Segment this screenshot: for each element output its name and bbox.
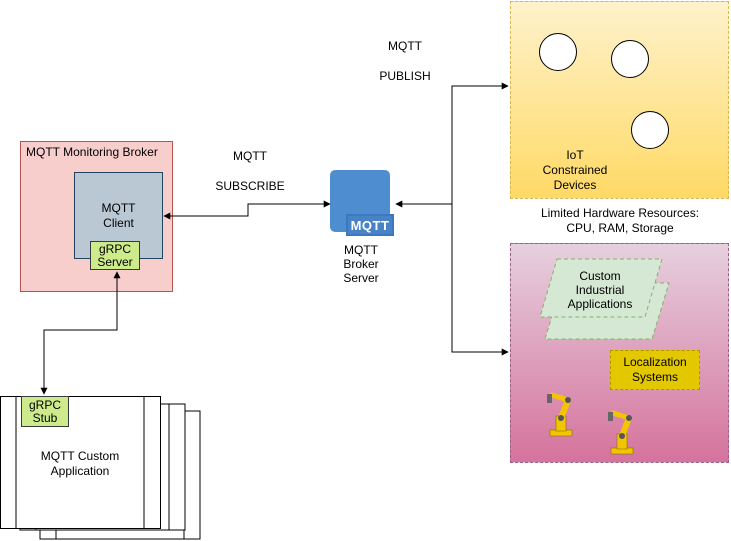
iot-devices-line1: IoT — [566, 148, 584, 162]
grpc-stub-line1: gRPC — [28, 397, 61, 412]
mqtt-publish-line1: MQTT — [388, 39, 422, 53]
mqtt-broker-label: MQTT Broker Server — [330, 243, 392, 285]
mqtt-publish-label: MQTT PUBLISH — [372, 38, 438, 84]
custom-app-label: MQTT Custom Application — [16, 449, 144, 479]
custom-apps-shapes[interactable] — [535, 255, 675, 345]
broker-to-iot-connector — [395, 82, 509, 208]
mqtt-client-line1: MQTT — [101, 201, 136, 215]
grpc-server-line1: gRPC — [98, 241, 131, 256]
mqtt-broker-line3: Server — [343, 271, 379, 285]
localization-line1: Localization — [623, 355, 687, 369]
localization-label: Localization Systems — [610, 355, 700, 385]
mqtt-subscribe-label: MQTT SUBSCRIBE — [210, 148, 290, 194]
limited-resources-line1: Limited Hardware Resources: — [540, 206, 700, 220]
broker-to-industrial-connector — [451, 204, 509, 356]
iot-devices-line3: Devices — [553, 178, 597, 192]
custom-app-line1: MQTT Custom — [40, 449, 120, 463]
custom-apps-line2: Industrial — [575, 283, 625, 297]
limited-resources-line2: CPU, RAM, Storage — [566, 221, 674, 235]
custom-apps-label: Custom Industrial Applications — [555, 269, 645, 311]
custom-apps-line3: Applications — [567, 297, 633, 311]
mqtt-broker-line1: MQTT — [344, 243, 378, 257]
iot-device-2[interactable] — [611, 40, 649, 78]
custom-apps-line1: Custom — [579, 269, 621, 283]
robot-arm-icon-2 — [608, 410, 634, 455]
iot-devices-label: IoT Constrained Devices — [510, 148, 640, 193]
grpc-stub-box[interactable]: gRPC Stub — [21, 396, 69, 427]
iot-device-3[interactable] — [631, 111, 669, 149]
localization-line2: Systems — [631, 370, 678, 384]
iot-devices-container[interactable] — [510, 1, 729, 199]
grpc-server-to-stub-connector — [40, 271, 121, 395]
custom-app-line2: Application — [50, 464, 110, 478]
limited-resources-label: Limited Hardware Resources: CPU, RAM, St… — [520, 206, 720, 236]
mqtt-broker-icon-text: MQTT — [350, 218, 390, 233]
iot-devices-line2: Constrained — [542, 163, 608, 177]
grpc-server-box[interactable]: gRPC Server — [90, 241, 140, 270]
mqtt-publish-line2: PUBLISH — [379, 69, 431, 83]
mqtt-subscribe-line2: SUBSCRIBE — [215, 179, 285, 193]
custom-apps-front-shape — [539, 258, 663, 318]
mqtt-subscribe-line1: MQTT — [233, 149, 267, 163]
custom-app-stack[interactable] — [0, 396, 205, 541]
mqtt-client-line2: Client — [103, 216, 134, 230]
robot-arm-icon — [547, 392, 573, 437]
mqtt-broker-line2: Broker — [343, 257, 379, 271]
monitoring-broker-title: MQTT Monitoring Broker — [26, 145, 158, 159]
iot-device-1[interactable] — [539, 33, 577, 71]
client-to-broker-connector — [163, 200, 331, 220]
mqtt-broker-icon[interactable] — [330, 170, 395, 238]
grpc-stub-line2: Stub — [32, 410, 58, 425]
grpc-server-line2: Server — [97, 254, 133, 269]
mqtt-client-label: MQTT Client — [74, 201, 163, 231]
localization-box[interactable] — [610, 350, 700, 390]
